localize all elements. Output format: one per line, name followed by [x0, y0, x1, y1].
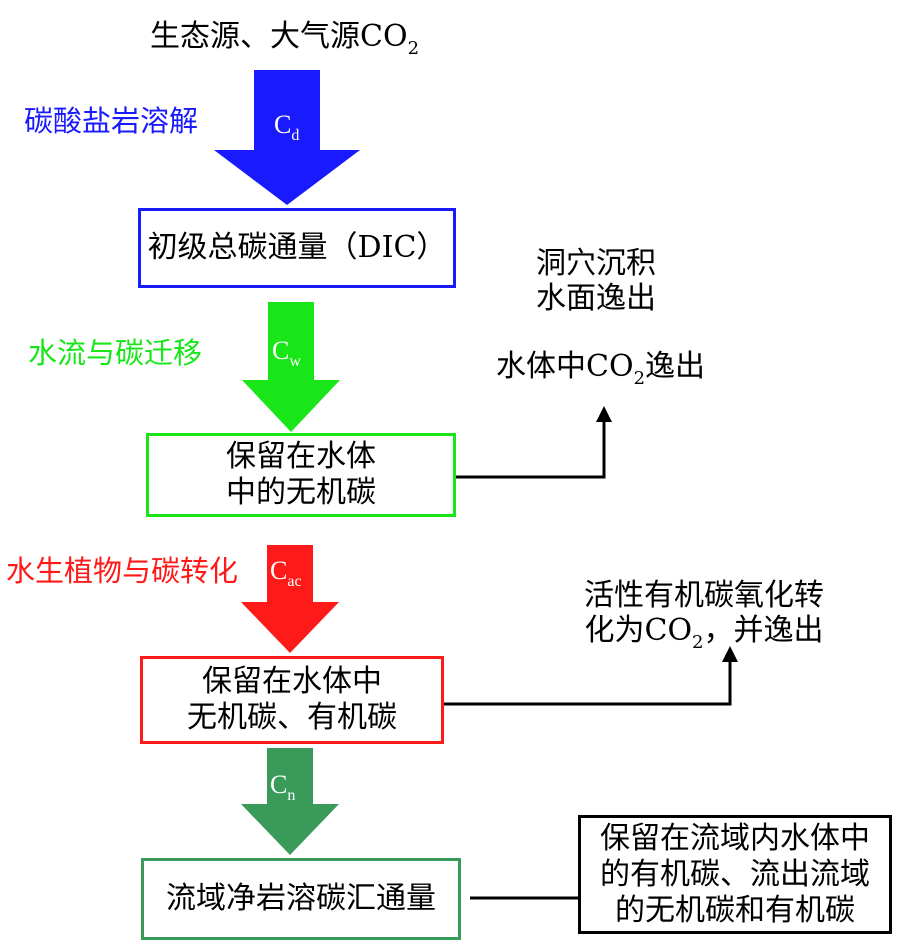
note-water-co2-escape: 水体中CO2逸出: [496, 349, 706, 389]
box-retained-basin: 保留在流域内水体中 的有机碳、流出流域 的无机碳和有机碳: [578, 815, 892, 934]
arrow-cn: [241, 748, 339, 855]
stage-label-dissolution: 碳酸盐岩溶解: [24, 104, 199, 138]
arrow-cac: [241, 545, 339, 653]
note-organic-oxidation: 活性有机碳氧化转 化为CO2，并逸出: [584, 578, 824, 653]
box-retained-inorganic: 保留在水体 中的无机碳: [146, 433, 456, 517]
top-source-label: 生态源、大气源CO2: [150, 19, 420, 59]
stage-label-migration: 水流与碳迁移: [28, 336, 203, 370]
note-cave-deposition: 洞穴沉积 水面逸出: [536, 246, 656, 316]
stage-label-transformation: 水生植物与碳转化: [6, 554, 239, 588]
box-retained-both: 保留在水体中 无机碳、有机碳: [140, 656, 444, 744]
symbol-cn: Cn: [270, 770, 296, 804]
box-primary-dic: 初级总碳通量（DIC）: [138, 208, 456, 288]
arrow-cw: [242, 302, 340, 432]
symbol-cac: Cac: [270, 556, 302, 590]
arrow-cd: [214, 70, 360, 205]
connector-co2-escape: [456, 420, 606, 479]
symbol-cw: Cw: [272, 336, 301, 370]
box-net-sink: 流域净岩溶碳汇通量: [141, 858, 461, 940]
arrowhead-organic-escape: [722, 646, 738, 662]
connector-organic-escape: [444, 660, 732, 706]
arrowhead-co2-escape: [596, 406, 612, 422]
symbol-cd: Cd: [274, 110, 300, 144]
